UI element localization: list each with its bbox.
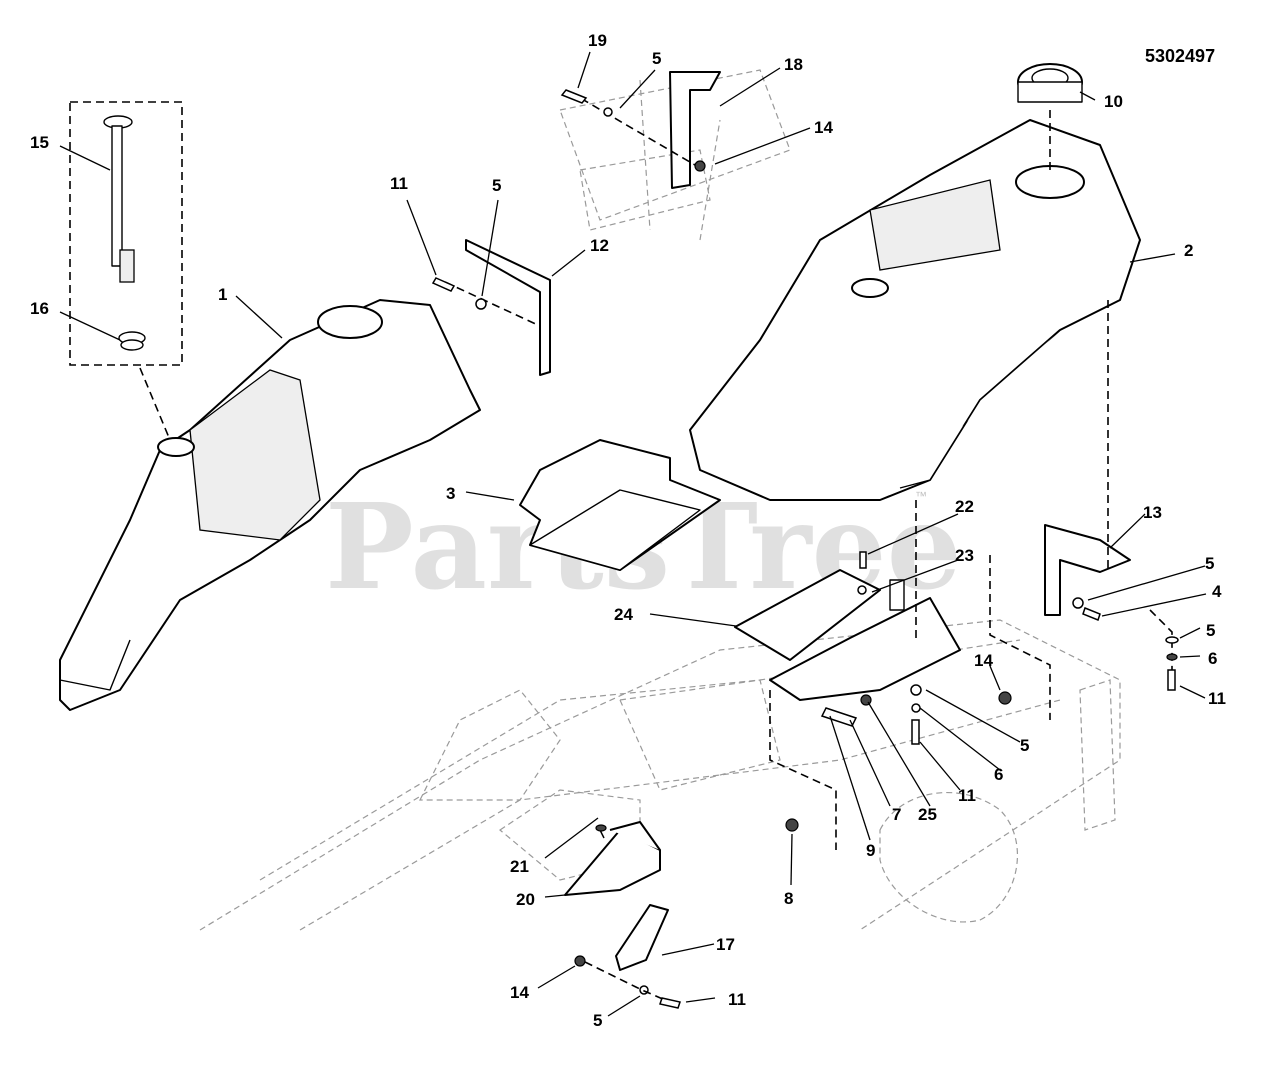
part-24-plate (734, 569, 961, 701)
hardware-lower (574, 818, 799, 1009)
callout-5: 5 (1206, 621, 1215, 640)
callout-22: 22 (955, 497, 974, 516)
callout-24: 24 (614, 605, 633, 624)
kit-outline (69, 101, 183, 366)
part-15-fuel-gauge (103, 115, 135, 283)
callout-11: 11 (390, 174, 408, 193)
part-13-bracket (989, 300, 1173, 720)
callout-5: 5 (652, 49, 661, 68)
hardware-right (1072, 597, 1179, 691)
part-16-grommet (118, 331, 146, 351)
part-3-plate (519, 439, 721, 571)
callout-6: 6 (994, 765, 1003, 784)
callout-25: 25 (918, 805, 937, 824)
callout-9: 9 (866, 841, 875, 860)
callout-5: 5 (492, 176, 501, 195)
callout-14: 14 (974, 651, 993, 670)
callout-10: 10 (1104, 92, 1123, 111)
callout-19: 19 (588, 31, 607, 50)
part-12-bracket (431, 239, 551, 376)
callout-23: 23 (955, 546, 974, 565)
part-20-shield (564, 821, 661, 896)
callout-5: 5 (593, 1011, 602, 1030)
callout-5: 5 (1020, 736, 1029, 755)
part-18-bracket (560, 71, 721, 189)
callout-11: 11 (728, 990, 746, 1009)
callout-7: 7 (892, 805, 901, 824)
callout-16: 16 (30, 299, 49, 318)
callout-17: 17 (716, 935, 735, 954)
callout-8: 8 (784, 889, 793, 908)
callout-21: 21 (510, 857, 529, 876)
part-17-bracket (615, 904, 669, 971)
callout-1: 1 (218, 285, 227, 304)
part-10-fuel-cap (1017, 63, 1083, 103)
leader-lines (59, 51, 1207, 1017)
callout-14: 14 (814, 118, 833, 137)
watermark-trademark: ™ (915, 489, 927, 503)
part-2-right-tank (689, 119, 1141, 501)
callout-15: 15 (30, 133, 49, 152)
callout-3: 3 (446, 484, 455, 503)
callout-18: 18 (784, 55, 803, 74)
dash-15-to-1 (139, 367, 171, 441)
callout-13: 13 (1143, 503, 1162, 522)
hardware-center (769, 500, 1012, 850)
callout-11: 11 (1208, 689, 1226, 708)
callout-14: 14 (510, 983, 529, 1002)
callout-20: 20 (516, 890, 535, 909)
callout-12: 12 (590, 236, 609, 255)
callout-5: 5 (1205, 554, 1214, 573)
callout-11: 11 (958, 786, 976, 805)
diagram-number: 5302497 (1145, 46, 1215, 66)
part-1-left-tank (59, 299, 481, 711)
callout-6: 6 (1208, 649, 1217, 668)
callout-labels: 19 5 18 14 10 15 11 5 12 2 1 16 3 22 13 … (30, 31, 1226, 1030)
callout-4: 4 (1212, 582, 1222, 601)
callout-2: 2 (1184, 241, 1193, 260)
